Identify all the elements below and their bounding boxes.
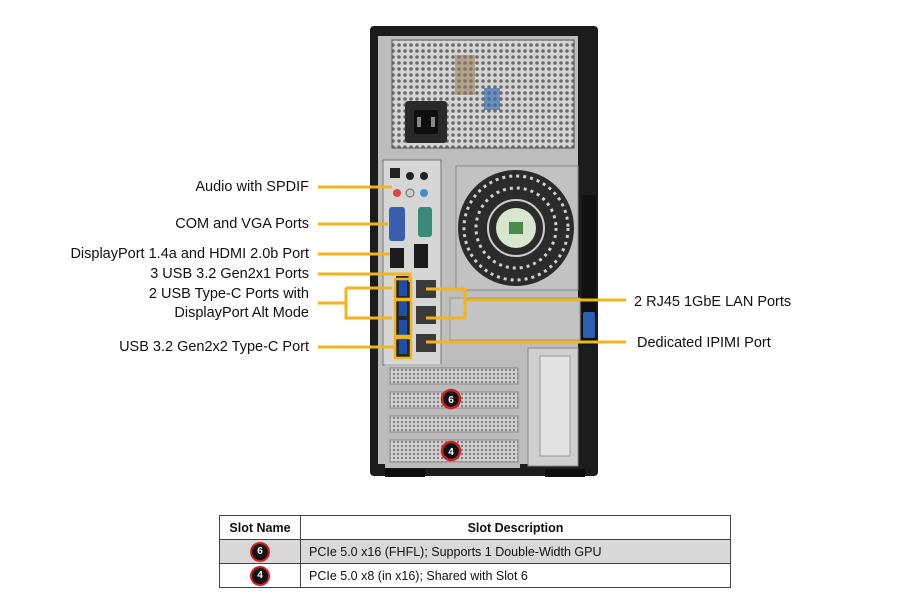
callout-lines [318, 185, 626, 349]
description-cell: PCIe 5.0 x8 (in x16); Shared with Slot 6 [300, 563, 731, 588]
callout-usb-gen2x2: USB 3.2 Gen2x2 Type-C Port [119, 339, 309, 355]
slot-cell: 6 [219, 539, 301, 564]
callout-usbc: 2 USB Type-C Ports with DisplayPort Alt … [149, 285, 309, 323]
table-row: 6 PCIe 5.0 x16 (FHFL); Supports 1 Double… [219, 539, 731, 564]
fan [455, 165, 579, 291]
side-latch [583, 312, 595, 338]
callout-rj45: 2 RJ45 1GbE LAN Ports [634, 294, 792, 310]
svg-text:4: 4 [448, 447, 454, 458]
table-row: 4 PCIe 5.0 x8 (in x16); Shared with Slot… [219, 563, 731, 588]
description-cell: PCIe 5.0 x16 (FHFL); Supports 1 Double-W… [300, 539, 731, 564]
usb-highlight-boxes [393, 277, 413, 360]
svg-text:6: 6 [448, 395, 454, 406]
slot-4-badge: 4 [440, 440, 462, 462]
slot-badge: 6 [250, 541, 270, 562]
callout-usbc-line1: 2 USB Type-C Ports with [148, 286, 309, 302]
slot-6-badge: 6 [440, 388, 462, 410]
expansion-slots [385, 347, 579, 468]
callout-audio: Audio with SPDIF [195, 179, 309, 195]
header-slot-name: Slot Name [219, 515, 301, 540]
slot-table: Slot Name Slot Description 6 PCIe 5.0 x1… [219, 515, 731, 588]
callout-dp-hdmi: DisplayPort 1.4a and HDMI 2.0b Port [70, 246, 309, 262]
slot-badge: 4 [250, 565, 270, 586]
power-supply [391, 39, 575, 149]
callout-usb-gen2x1: 3 USB 3.2 Gen2x1 Ports [150, 266, 309, 282]
slot-cell: 4 [219, 563, 301, 588]
header-slot-description: Slot Description [300, 515, 731, 540]
callout-com-vga: COM and VGA Ports [175, 216, 309, 232]
side-panel [449, 297, 581, 341]
callout-usbc-line2: DisplayPort Alt Mode [174, 305, 309, 321]
table-header-row: Slot Name Slot Description [219, 515, 731, 540]
callout-ipmi: Dedicated IPIMI Port [637, 335, 771, 351]
